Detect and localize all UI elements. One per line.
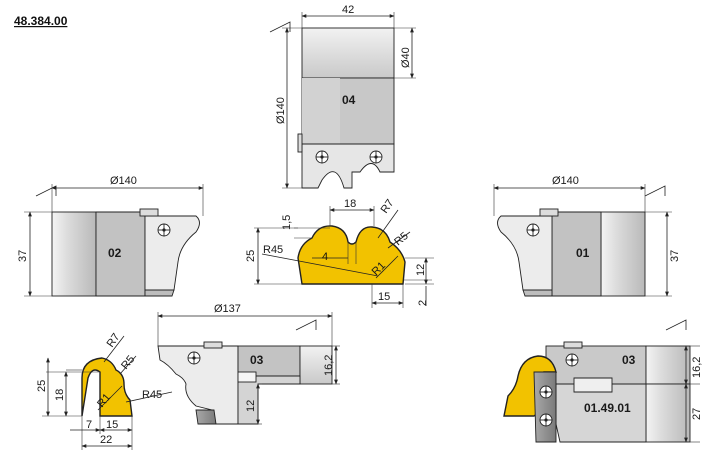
profile-left: 25 18 R7 R5 R1 R45 7 15 22 [36, 331, 173, 450]
part-01: 01 Ø140 37 [493, 175, 681, 297]
profile-center: 18 1,5 R7 R5 25 R45 4 R1 12 15 2 [245, 197, 434, 308]
dim-02-height: 37 [17, 250, 29, 262]
drawing-number: 48.384.00 [14, 14, 68, 28]
dim-03-left-side: 12 [245, 400, 257, 412]
dim-03-right-lower: 27 [691, 408, 703, 420]
dim-center-right-h: 12 [415, 264, 427, 276]
dim-left-inner-h: 18 [54, 389, 66, 401]
dim-04-dia-small: Ø40 [400, 47, 412, 68]
dim-01-dia: Ø140 [552, 175, 579, 187]
dim-left-height: 25 [36, 380, 48, 392]
dim-03-left-height: 16,2 [323, 355, 335, 376]
dim-center-top-width: 18 [344, 198, 356, 210]
dim-left-w2: 15 [106, 419, 118, 431]
dim-center-bottom-h: 2 [417, 300, 429, 306]
dim-04-width: 42 [342, 4, 354, 16]
part-03-right: 03 01.49.01 16,2 27 [503, 319, 703, 443]
dim-left-total-w: 22 [100, 434, 112, 446]
dim-03-right-height: 16,2 [691, 357, 703, 378]
dim-04-dia-large: Ø140 [275, 97, 287, 124]
part-label-03-right: 03 [622, 353, 636, 367]
dim-left-r7: R7 [105, 331, 123, 349]
dim-01-height: 37 [669, 250, 681, 262]
part-label-04: 04 [342, 93, 356, 107]
part-label-03-left: 03 [250, 353, 264, 367]
part-02: 02 Ø140 37 [17, 175, 204, 297]
dim-02-dia: Ø140 [110, 175, 137, 187]
dim-center-height: 25 [245, 250, 257, 262]
dim-left-r5: R5 [119, 353, 137, 371]
dim-center-r45: R45 [263, 244, 283, 256]
dim-left-w1: 7 [86, 419, 92, 431]
dim-left-r45: R45 [142, 389, 162, 401]
part-04: 04 42 Ø40 Ø140 [269, 4, 416, 189]
dim-center-inner: 4 [322, 251, 328, 263]
dim-center-offset: 1,5 [281, 215, 293, 230]
part-label-01: 01 [576, 246, 590, 260]
part-sublabel-03-right: 01.49.01 [584, 401, 631, 415]
dim-center-bottom-w: 15 [378, 291, 390, 303]
part-label-02: 02 [108, 246, 122, 260]
part-03-left: 03 Ø137 16,2 12 [157, 303, 340, 425]
dim-03-left-dia: Ø137 [214, 303, 241, 315]
dim-center-r7: R7 [379, 197, 397, 215]
